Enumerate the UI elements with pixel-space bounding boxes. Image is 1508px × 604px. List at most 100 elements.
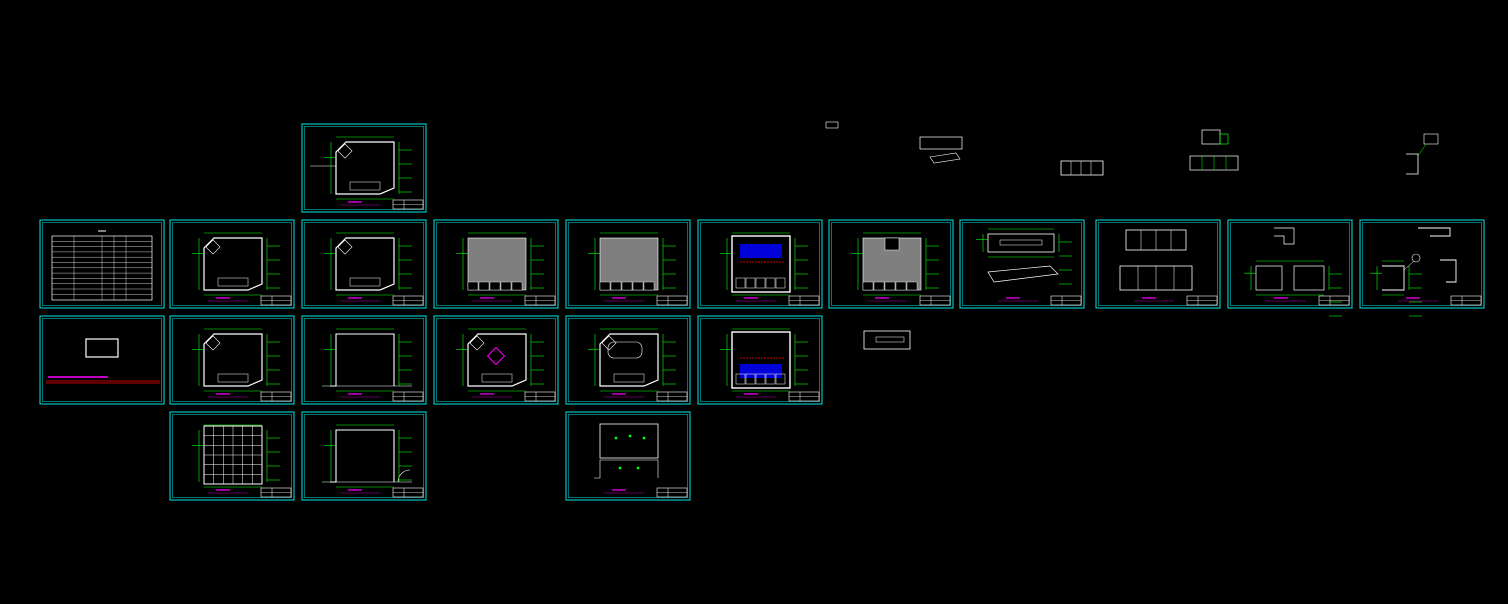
sheet-inner-border	[1098, 222, 1218, 306]
room-cell	[500, 281, 512, 291]
sheet-inner-border	[568, 318, 688, 402]
column-detail	[337, 239, 353, 255]
dimension-lines	[456, 328, 544, 392]
title-block	[260, 295, 292, 306]
sheet-inner-border	[436, 222, 556, 306]
room-cell	[599, 281, 611, 291]
floor-void	[884, 237, 900, 251]
sheet-inner-border	[700, 318, 820, 402]
sheet-inner-border	[700, 222, 820, 306]
title-block	[919, 295, 951, 306]
detail-tag	[1423, 133, 1439, 145]
drawing-sheet-s-r2c1	[169, 315, 295, 405]
drawing-sheet-s-r1c0	[39, 219, 165, 309]
ceiling-grid	[203, 425, 263, 485]
column-detail	[469, 335, 485, 351]
sheet-border	[301, 219, 427, 309]
wall-outline	[335, 237, 395, 291]
section-detail	[1382, 227, 1457, 291]
title-block	[524, 295, 556, 306]
wall-outline	[330, 429, 395, 483]
loose-details	[825, 121, 1439, 350]
detail-callout	[1411, 253, 1421, 263]
sheet-inner-border	[172, 222, 292, 306]
dimension-lines	[1370, 260, 1422, 317]
floor-plan	[599, 333, 659, 387]
blue-zone	[740, 244, 782, 258]
ceiling-outline	[322, 333, 412, 387]
section-profile	[1418, 227, 1451, 237]
title-block	[392, 295, 424, 306]
counter	[349, 181, 381, 191]
column-detail	[205, 239, 221, 255]
sheet-inner-border	[42, 222, 162, 306]
room-cell	[755, 277, 766, 289]
room-cell	[755, 373, 766, 385]
drawing-sheet-s-top	[301, 123, 427, 213]
drawing-sheet-s-r1c2	[301, 219, 427, 309]
loose-detail-d6	[863, 330, 911, 350]
drawing-sheet-s-r3c2	[301, 411, 427, 501]
sheet-inner-border	[1230, 222, 1350, 306]
dimension-lines	[192, 424, 280, 488]
title-block	[392, 199, 424, 210]
cover-logo-box	[85, 338, 119, 358]
title-block	[1186, 295, 1218, 306]
leader-line	[1417, 143, 1427, 157]
counter-perspective	[987, 265, 1059, 283]
floor-plan	[731, 331, 791, 389]
counter	[349, 277, 381, 287]
counter-plan	[987, 233, 1055, 253]
room-cell	[884, 281, 896, 291]
dimension-lines	[324, 328, 412, 392]
sheet-border	[433, 315, 559, 405]
sheet-border	[565, 411, 691, 501]
sheet-border	[697, 219, 823, 309]
leader-line	[1403, 260, 1415, 271]
dimension-lines	[588, 232, 676, 296]
ceiling-outline	[322, 429, 412, 483]
drawing-sheet-s-r3c1	[169, 411, 295, 501]
loose-detail-d2	[919, 136, 963, 164]
drawing-sheet-s-r1c3	[433, 219, 559, 309]
room-cell	[906, 281, 918, 291]
room-cell	[632, 281, 644, 291]
drawing-sheet-s-r3c4	[565, 411, 691, 501]
drawing-sheet-s-r2c0	[39, 315, 165, 405]
floor-plan	[203, 237, 263, 291]
drawing-sheet-s-r1c7	[959, 219, 1085, 309]
dimension-lines	[851, 232, 939, 296]
wall-elevation	[1119, 229, 1193, 291]
dimension-lines	[324, 424, 412, 488]
title-block	[788, 391, 820, 402]
dimension-lines	[720, 328, 808, 392]
wall-outline	[330, 333, 395, 387]
room-cell	[478, 281, 490, 291]
door-swing	[397, 469, 411, 483]
loose-detail-d5	[1406, 133, 1439, 175]
cabinet-row-frame	[1060, 160, 1104, 176]
sheet-border	[301, 411, 427, 501]
drawing-sheet-s-r1c10	[1359, 219, 1485, 317]
detail-profile	[1406, 153, 1419, 175]
lighting-plan	[594, 423, 659, 479]
sheet-inner-border	[304, 318, 424, 402]
sheet-border	[301, 315, 427, 405]
floor-plan	[467, 237, 527, 291]
drawing-sheets	[39, 123, 1485, 501]
detail-block	[825, 121, 839, 129]
cabinet-elevation	[1255, 265, 1283, 291]
drawing-sheet-s-r2c3	[433, 315, 559, 405]
drawing-sheet-s-r2c5	[697, 315, 823, 405]
sheet-inner-border	[1362, 222, 1482, 306]
counter	[481, 373, 513, 383]
counter	[217, 373, 249, 383]
bathtub	[607, 341, 643, 359]
title-block	[260, 391, 292, 402]
room-cell	[735, 373, 746, 385]
room-cell	[745, 373, 756, 385]
floor-plan	[467, 333, 527, 387]
sheet-inner-border	[304, 126, 424, 210]
floor-fill	[599, 237, 659, 291]
